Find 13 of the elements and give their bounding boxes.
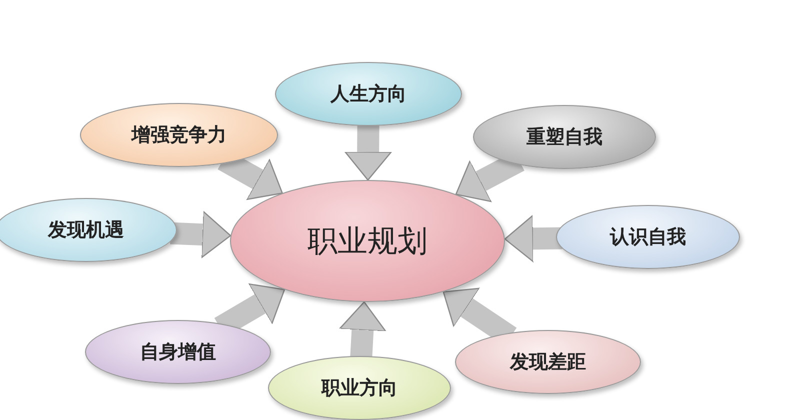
block-arrow [504, 215, 562, 262]
topic-ellipse [455, 330, 641, 394]
node-label: 增强竞争力 [132, 123, 226, 148]
node-label: 自身增值 [140, 340, 216, 365]
node-label: 职业方向 [322, 376, 398, 401]
node-label: 职业规划 [308, 222, 428, 260]
node-label: 重塑自我 [526, 125, 602, 150]
node-label: 认识自我 [610, 225, 686, 250]
block-arrow [170, 210, 232, 258]
node-label: 发现机遇 [48, 218, 124, 243]
topic-ellipse [85, 320, 271, 384]
node-label: 人生方向 [330, 82, 406, 107]
node-label: 发现差距 [510, 350, 586, 375]
